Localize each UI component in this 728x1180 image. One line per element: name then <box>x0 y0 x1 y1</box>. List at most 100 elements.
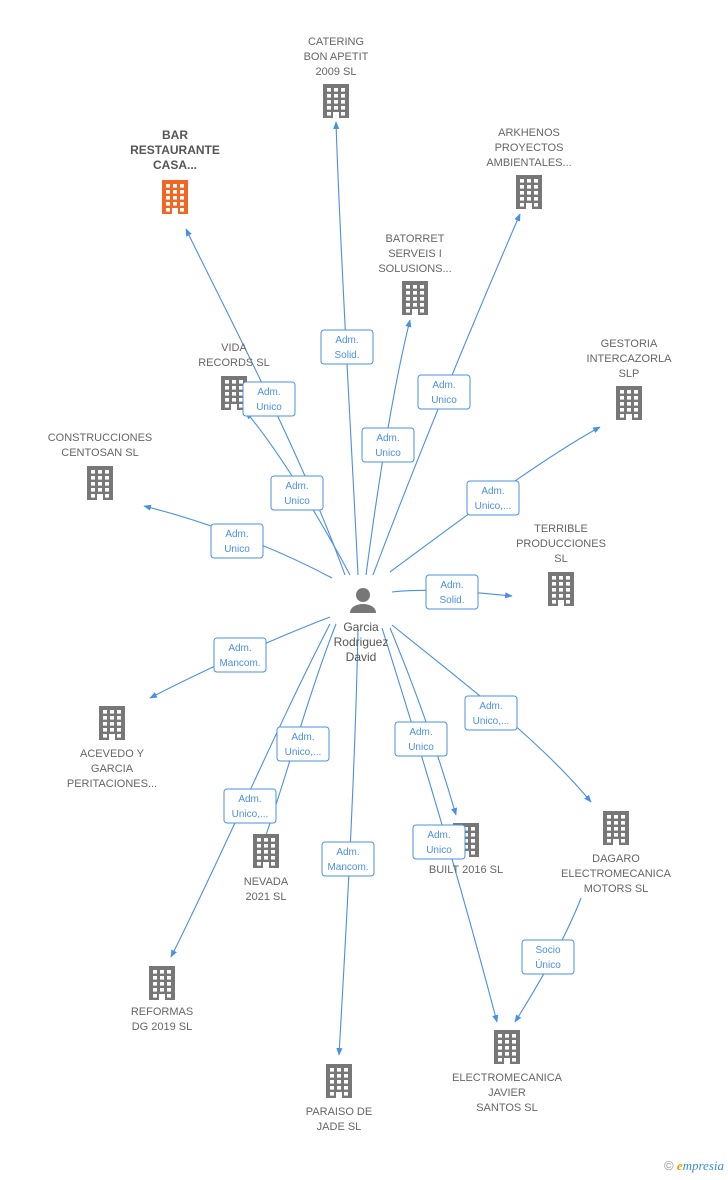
building-icon <box>402 281 428 315</box>
company-label: GESTORIA INTERCAZORLA SLP <box>587 338 673 380</box>
company-label-line: SLP <box>619 368 640 380</box>
company-label-line: INTERCAZORLA <box>587 353 673 365</box>
company-node-gestoria[interactable]: GESTORIA INTERCAZORLA SLP <box>587 338 673 420</box>
company-label-line: RESTAURANTE <box>130 143 220 157</box>
company-label-line: SOLUSIONS... <box>378 263 451 275</box>
company-node-paraiso[interactable]: PARAISO DE JADE SL <box>306 1064 372 1133</box>
relation-label-text: Adm. <box>440 580 463 591</box>
relation-label-text: Adm. <box>257 387 280 398</box>
person-icon <box>350 588 376 613</box>
relation-label-text: Unico <box>431 395 457 406</box>
relation-labels-layer: Adm.Solid.Adm.UnicoAdm.UnicoAdm.UnicoAdm… <box>210 329 575 975</box>
relation-label-box <box>213 637 267 673</box>
company-label-line: AMBIENTALES... <box>486 157 571 169</box>
relation-label[interactable]: Adm. Unico <box>242 381 296 417</box>
relation-label[interactable]: Adm. Unico <box>417 374 471 410</box>
relation-label-box <box>223 788 277 824</box>
company-label-line: VIDA <box>221 342 247 354</box>
relation-label-text: Adm. <box>479 701 502 712</box>
relation-label-box <box>210 523 264 559</box>
company-label-line: CONSTRUCCIONES <box>48 432 153 444</box>
relation-label-box <box>425 574 479 610</box>
relation-label-text: Unico,... <box>285 747 322 758</box>
company-label: DAGARO ELECTROMECANICA MOTORS SL <box>561 853 672 895</box>
company-label-line: TERRIBLE <box>534 523 588 535</box>
relation-label[interactable]: Adm.Unico <box>270 475 324 511</box>
relation-label-text: Mancom. <box>219 658 260 669</box>
relation-label-box <box>394 721 448 757</box>
relation-label[interactable]: Adm.Unico,... <box>466 480 520 516</box>
company-label-line: JADE SL <box>317 1121 362 1133</box>
footer-brand[interactable]: © empresia <box>664 1158 724 1174</box>
company-label-line: DAGARO <box>592 853 640 865</box>
relation-label[interactable]: Adm.Solid. <box>425 574 479 610</box>
relation-label-box <box>276 726 330 762</box>
building-icon <box>548 572 574 606</box>
company-label-line: PROYECTOS <box>495 142 564 154</box>
relation-label-text: Unico <box>256 402 282 413</box>
brand-logo-text: mpresia <box>682 1158 724 1173</box>
relation-label-box <box>417 374 471 410</box>
relation-label[interactable]: Adm.Unico <box>394 721 448 757</box>
relation-label[interactable]: Adm.Unico,... <box>276 726 330 762</box>
relation-label-text: Unico <box>408 742 434 753</box>
relation-label[interactable]: Adm. Unico <box>361 427 415 463</box>
relation-label-text: Unico,... <box>473 716 510 727</box>
relation-label-text: Adm. <box>427 830 450 841</box>
company-label-line: ELECTROMECANICA <box>561 868 672 880</box>
relation-label-box <box>521 939 575 975</box>
relation-label[interactable]: Adm. Unico <box>412 824 466 860</box>
company-label-line: RECORDS SL <box>198 357 270 369</box>
relation-label[interactable]: Adm.Unico <box>210 523 264 559</box>
person-name-line: Rodriguez <box>334 635 389 649</box>
relation-label-text: Adm. <box>335 335 358 346</box>
company-label-line: GESTORIA <box>601 338 658 350</box>
relation-label[interactable]: Adm.Unico,... <box>223 788 277 824</box>
building-icon <box>87 466 113 500</box>
relation-label[interactable]: Adm.Mancom. <box>213 637 267 673</box>
building-icon <box>162 180 188 214</box>
relation-label[interactable]: Adm.Mancom. <box>321 841 375 877</box>
company-label-line: JAVIER <box>488 1087 526 1099</box>
company-label: VIDA RECORDS SL <box>198 342 270 369</box>
person-name-line: David <box>346 650 377 664</box>
relation-label-box <box>412 824 466 860</box>
relation-label-box <box>242 381 296 417</box>
relation-label-text: Unico <box>426 845 452 856</box>
company-label-line: PARAISO DE <box>306 1106 372 1118</box>
relation-label-text: Adm. <box>376 433 399 444</box>
relation-label-text: Adm. <box>336 847 359 858</box>
company-node-dagaro[interactable]: DAGARO ELECTROMECANICA MOTORS SL <box>561 811 672 895</box>
relation-label-box <box>320 329 374 365</box>
person-name-line: Garcia <box>343 620 379 634</box>
company-label-line: MOTORS SL <box>584 883 649 895</box>
relation-label-box <box>464 695 518 731</box>
relation-label-text: Único <box>535 958 561 971</box>
company-label-line: CASA... <box>153 158 197 172</box>
building-icon <box>323 84 349 118</box>
relation-label-text: Unico <box>375 448 401 459</box>
company-label-line: BATORRET <box>386 233 445 245</box>
edges-layer <box>143 121 601 1056</box>
relation-label-text: Adm. <box>432 380 455 391</box>
relation-label[interactable]: Adm. Unico,... <box>464 695 518 731</box>
relation-label[interactable]: Adm.Solid. <box>320 329 374 365</box>
